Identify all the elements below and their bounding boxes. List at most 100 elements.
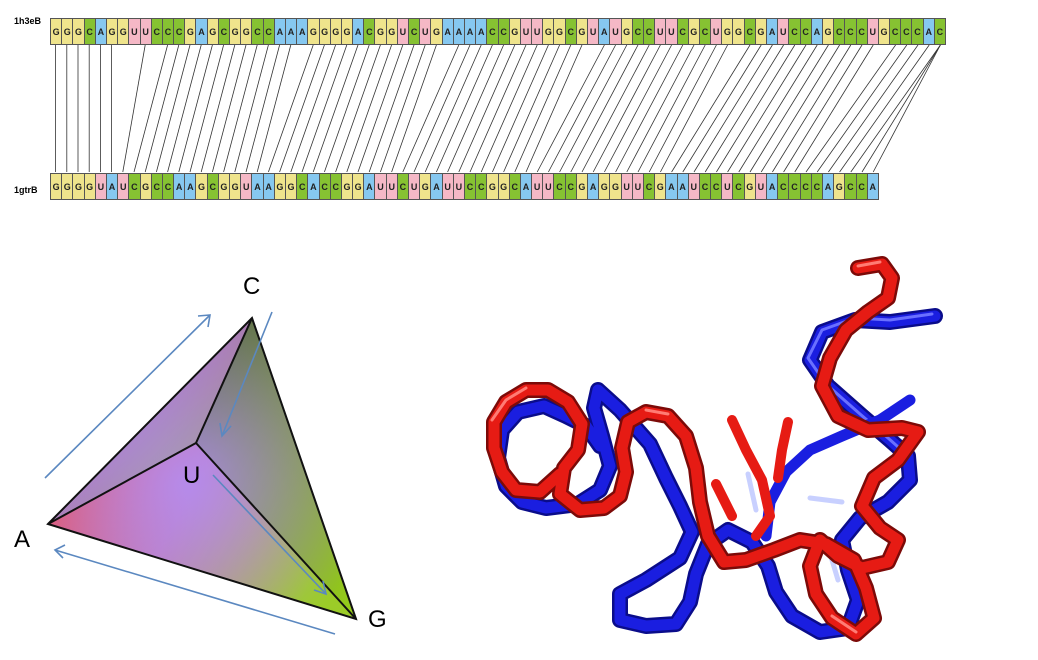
- alignment-connector: [133, 44, 168, 173]
- alignment-connector: [850, 44, 941, 173]
- alignment-connector: [167, 44, 202, 173]
- alignment-connector: [805, 44, 896, 173]
- bottom-sequence-base: C: [799, 173, 812, 200]
- alignment-connector: [671, 44, 751, 173]
- alignment-connector: [592, 44, 661, 173]
- arrow-c-to-u: [221, 311, 273, 437]
- alignment-connector: [503, 44, 560, 173]
- alignment-connector: [794, 44, 874, 173]
- alignment-connector: [144, 44, 180, 173]
- top-sequence-label: 1h3eB: [14, 16, 42, 26]
- top-sequence-base: A: [94, 18, 107, 45]
- alignment-connector: [514, 44, 572, 173]
- top-sequence-base: C: [889, 18, 902, 45]
- alignment-connector: [839, 44, 930, 173]
- bottom-sequence-base: C: [463, 173, 477, 200]
- bottom-sequence-base: C: [475, 173, 488, 200]
- alignment-connector: [536, 44, 605, 173]
- bottom-sequence-base: A: [173, 173, 186, 200]
- arrow-c-to-u-head: [219, 422, 232, 438]
- alignment-connector: [458, 44, 516, 173]
- alignment-connector: [122, 44, 146, 173]
- alignment-connector: [872, 44, 941, 173]
- alignment-connector: [604, 44, 672, 173]
- top-sequence-base: C: [933, 18, 946, 45]
- alignment-connector: [436, 44, 493, 173]
- red-chain-main: [488, 258, 924, 640]
- alignment-connector: [727, 44, 807, 173]
- alignment-connector: [716, 44, 796, 173]
- alignment-connector: [234, 44, 269, 173]
- top-sequence-base: G: [184, 18, 197, 45]
- alignment-connector: [828, 44, 919, 173]
- alignment-connector: [156, 44, 191, 173]
- red-chain-highlight: [490, 260, 882, 634]
- alignment-connector: [380, 44, 426, 173]
- alignment-connector: [772, 44, 852, 173]
- alignment-connector: [738, 44, 818, 173]
- arrow-g-to-a-head: [53, 544, 66, 559]
- blue-chain-main: [492, 310, 941, 638]
- alignment-connector: [570, 44, 639, 173]
- alignment-connector: [749, 44, 829, 173]
- alignment-connector: [525, 44, 583, 173]
- alignment-connector: [357, 44, 404, 173]
- bottom-sequence-base: A: [866, 173, 879, 200]
- top-sequence-base: C: [262, 18, 275, 45]
- alignment-connector: [200, 44, 236, 173]
- alignment-connector: [223, 44, 258, 173]
- alignment-connector: [335, 44, 381, 173]
- alignment-connector: [212, 44, 247, 173]
- edge-u-g: [195, 442, 357, 620]
- alignment-connector: [268, 44, 314, 173]
- alignment-connector: [424, 44, 482, 173]
- alignment-connector: [469, 44, 527, 173]
- bottom-sequence-base: G: [654, 173, 667, 200]
- direction-arrows: [44, 311, 336, 635]
- alignment-connector: [492, 44, 549, 173]
- edge-c-u: [195, 317, 253, 444]
- edge-a-u: [47, 442, 197, 525]
- alignment-connector: [368, 44, 415, 173]
- red-chain-backbone: [486, 256, 926, 642]
- arrow-g-to-a: [54, 549, 336, 635]
- alignment-connector: [447, 44, 504, 173]
- structure-superposition: [486, 256, 943, 642]
- alignment-connector: [660, 44, 728, 173]
- alignment-connector: [413, 44, 471, 173]
- tetrahedron-outline: [46, 316, 358, 621]
- alignment-connector: [245, 44, 280, 173]
- alignment-connector: [816, 44, 908, 173]
- alignment-connector: [346, 44, 392, 173]
- alignment-connector: [648, 44, 717, 173]
- top-sequence-base: G: [105, 18, 119, 45]
- alignment-connector: [279, 44, 325, 173]
- tetrahedron-drawing: [44, 311, 358, 635]
- face-overlay: [48, 318, 356, 619]
- alignment-connector: [626, 44, 695, 173]
- alignment-connector: [783, 44, 863, 173]
- alignment-connector: [704, 44, 784, 173]
- alignment-connector: [760, 44, 840, 173]
- arrow-a-to-c: [44, 314, 211, 479]
- alignment-connector: [178, 44, 213, 173]
- vertex-label-a: A: [14, 526, 31, 553]
- vertex-label-c: C: [243, 273, 261, 300]
- top-sequence-base: G: [61, 18, 74, 45]
- alignment-connector: [548, 44, 616, 173]
- arrow-u-to-g-head: [313, 580, 328, 596]
- alignment-connector: [256, 44, 292, 173]
- alignment-connector: [402, 44, 460, 173]
- vertex-label-u: U: [183, 462, 201, 489]
- vertex-label-g: G: [368, 606, 387, 633]
- bottom-sequence-base: A: [821, 173, 835, 200]
- top-sequence-base: C: [631, 18, 644, 45]
- bottom-sequence-base: C: [161, 173, 175, 200]
- bottom-sequence-base: A: [105, 173, 119, 200]
- top-sequence-base: G: [385, 18, 398, 45]
- alignment-connector: [559, 44, 628, 173]
- alignment-connector: [615, 44, 684, 173]
